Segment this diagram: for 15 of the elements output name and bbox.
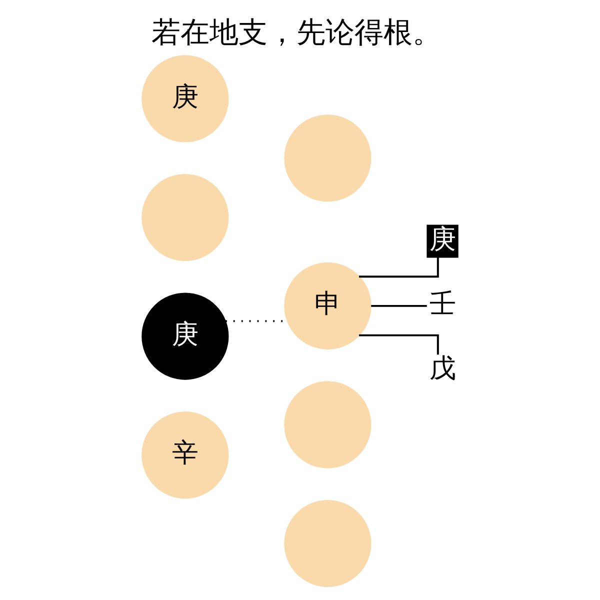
diagram-title: 若在地支，先论得根。 xyxy=(152,15,442,50)
node-circle: 庚 xyxy=(142,55,229,142)
node-circle xyxy=(142,174,229,262)
node-circle: 庚 xyxy=(142,292,229,380)
node-text: 壬 xyxy=(430,290,456,320)
connector xyxy=(359,257,439,278)
node-circle xyxy=(284,114,372,202)
node-circle: 辛 xyxy=(142,412,229,499)
node-circle: 申 xyxy=(284,262,372,350)
connector xyxy=(371,304,427,307)
node-circle xyxy=(284,381,372,468)
node-text: 戊 xyxy=(430,354,456,384)
node-circle xyxy=(284,500,372,588)
connector xyxy=(359,334,439,355)
node-box: 庚 xyxy=(426,224,458,258)
